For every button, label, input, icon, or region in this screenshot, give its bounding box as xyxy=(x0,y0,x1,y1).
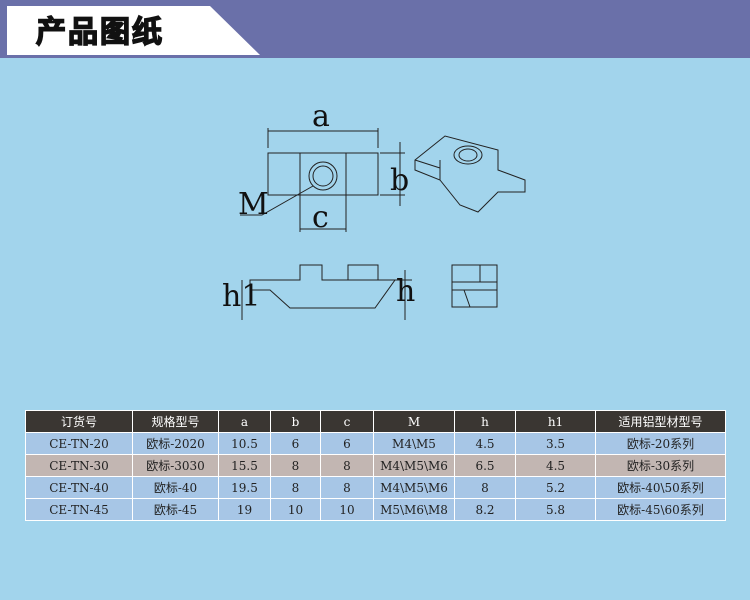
cell: 欧标-40 xyxy=(132,476,219,499)
cell: 6.5 xyxy=(454,454,516,477)
cell: CE-TN-45 xyxy=(25,498,133,521)
cell: 欧标-40\50系列 xyxy=(595,476,726,499)
cell: 4.5 xyxy=(515,454,596,477)
cell: CE-TN-20 xyxy=(25,432,133,455)
cell: M4\M5\M6 xyxy=(373,454,455,477)
cell: 8 xyxy=(454,476,516,499)
iso-view xyxy=(414,135,526,213)
cell: 欧标-2020 xyxy=(132,432,219,455)
label-h1: h1 xyxy=(222,279,260,314)
cell: 6 xyxy=(320,432,374,455)
side-view xyxy=(241,264,412,320)
cell: CE-TN-30 xyxy=(25,454,133,477)
cell: 3.5 xyxy=(515,432,596,455)
end-view xyxy=(451,264,498,308)
technical-drawing: a b c M h h1 xyxy=(222,99,526,320)
col-header: 订货号 xyxy=(25,410,133,433)
cell: 8 xyxy=(270,476,321,499)
col-header: a xyxy=(218,410,271,433)
cell: 5.8 xyxy=(515,498,596,521)
label-b: b xyxy=(390,163,409,198)
cell: 8 xyxy=(320,454,374,477)
cell: M4\M5 xyxy=(373,432,455,455)
cell: 6 xyxy=(270,432,321,455)
cell: M4\M5\M6 xyxy=(373,476,455,499)
col-header: c xyxy=(320,410,374,433)
col-header: M xyxy=(373,410,455,433)
col-header: h xyxy=(454,410,516,433)
cell: 欧标-20系列 xyxy=(595,432,726,455)
cell: 10 xyxy=(270,498,321,521)
cell: 欧标-3030 xyxy=(132,454,219,477)
col-header: 适用铝型材型号 xyxy=(595,410,726,433)
cell: 10 xyxy=(320,498,374,521)
cell: 8.2 xyxy=(454,498,516,521)
cell: 4.5 xyxy=(454,432,516,455)
label-a: a xyxy=(312,99,330,134)
cell: 欧标-45\60系列 xyxy=(595,498,726,521)
cell: M5\M6\M8 xyxy=(373,498,455,521)
col-header: h1 xyxy=(515,410,596,433)
col-header: 规格型号 xyxy=(132,410,219,433)
label-h: h xyxy=(396,274,415,309)
cell: 欧标-30系列 xyxy=(595,454,726,477)
cell: 5.2 xyxy=(515,476,596,499)
label-M: M xyxy=(238,187,269,222)
page-title: 产品图纸 xyxy=(35,14,164,51)
cell: 19.5 xyxy=(218,476,271,499)
cell: 15.5 xyxy=(218,454,271,477)
cell: CE-TN-40 xyxy=(25,476,133,499)
table-header: 订货号 规格型号 a b c M h h1 适用铝型材型号 xyxy=(25,410,726,433)
label-c: c xyxy=(312,200,329,235)
cell: 8 xyxy=(320,476,374,499)
cell: 欧标-45 xyxy=(132,498,219,521)
cell: 8 xyxy=(270,454,321,477)
title-tab xyxy=(7,6,260,55)
cell: 19 xyxy=(218,498,271,521)
cell: 10.5 xyxy=(218,432,271,455)
top-view xyxy=(240,128,405,232)
col-header: b xyxy=(270,410,321,433)
